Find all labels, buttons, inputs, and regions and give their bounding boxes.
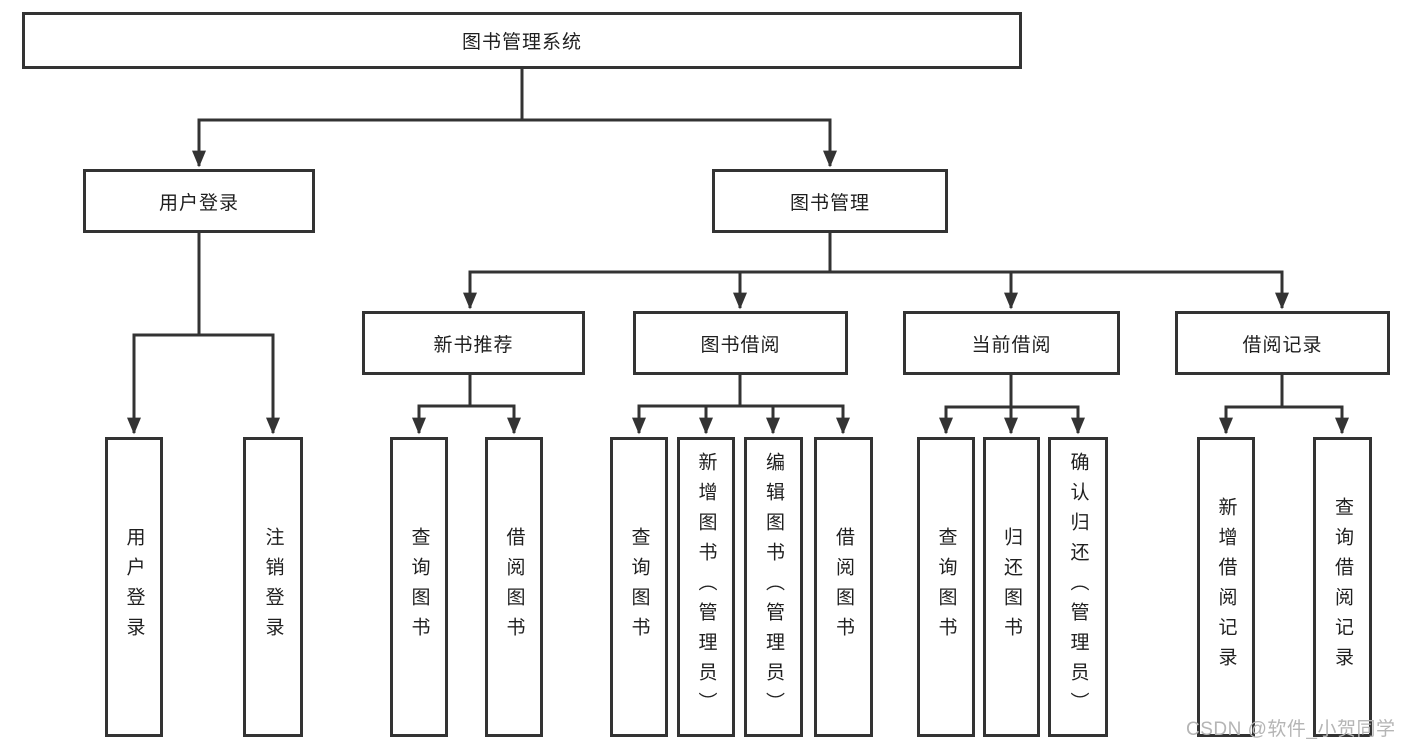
leaf-edit-books-admin-label: 编辑图书（管理员） <box>763 452 784 722</box>
edge-borrowrecords-leaf12 <box>1280 375 1349 435</box>
edge-bookborrow-leaf6 <box>738 375 780 435</box>
edge-bookmgmt-borrowrecords <box>828 233 1289 310</box>
node-user-login-label: 用户登录 <box>158 192 239 214</box>
leaf-query-books-borrow: 查询图书 <box>610 437 668 737</box>
edge-currentborrow-leaf10 <box>1009 375 1085 435</box>
leaf-query-books-current: 查询图书 <box>917 437 975 737</box>
leaf-return-books-label: 归还图书 <box>1001 527 1022 647</box>
edge-bookmgmt-bookborrow <box>733 233 832 310</box>
node-book-borrow: 图书借阅 <box>633 311 848 375</box>
leaf-borrow-books-rec: 借阅图书 <box>485 437 543 737</box>
leaf-query-borrow-record-label: 查询借阅记录 <box>1332 497 1353 677</box>
node-user-login: 用户登录 <box>83 169 315 233</box>
edge-newbookrec-leaf3 <box>468 375 521 435</box>
edge-newbookrec-leaf2 <box>412 375 472 435</box>
leaf-user-login: 用户登录 <box>105 437 163 737</box>
node-new-book-recommend-label: 新书推荐 <box>433 334 514 356</box>
node-new-book-recommend: 新书推荐 <box>362 311 585 375</box>
leaf-add-books-admin: 新增图书（管理员） <box>677 437 735 737</box>
leaf-borrow-books-rec-label: 借阅图书 <box>503 527 525 647</box>
leaf-query-books-borrow-label: 查询图书 <box>628 527 650 647</box>
node-borrow-records-label: 借阅记录 <box>1242 334 1323 356</box>
leaf-borrow-books-label: 借阅图书 <box>833 527 854 647</box>
leaf-query-borrow-record: 查询借阅记录 <box>1313 437 1372 737</box>
node-book-borrow-label: 图书借阅 <box>700 334 781 356</box>
node-root: 图书管理系统 <box>22 12 1022 69</box>
leaf-return-books: 归还图书 <box>983 437 1040 737</box>
leaf-edit-books-admin: 编辑图书（管理员） <box>744 437 803 737</box>
edge-root-userlogin <box>192 68 524 168</box>
leaf-user-login-label: 用户登录 <box>123 527 145 647</box>
csdn-watermark: CSDN @软件_小贺同学 <box>1186 719 1396 740</box>
edge-currentborrow-leaf8 <box>939 375 1013 435</box>
leaf-query-books-rec-label: 查询图书 <box>408 527 430 647</box>
edge-root-bookmgmt <box>520 68 837 168</box>
leaf-confirm-return-admin: 确认归还（管理员） <box>1048 437 1108 737</box>
edge-bookborrow-leaf5 <box>699 375 742 435</box>
edge-userlogin-leaf0 <box>127 233 201 435</box>
leaf-borrow-books: 借阅图书 <box>814 437 873 737</box>
connector-group <box>127 68 1349 435</box>
leaf-logout-label: 注销登录 <box>262 527 284 647</box>
node-book-management-label: 图书管理 <box>789 192 870 214</box>
leaf-add-books-admin-label: 新增图书（管理员） <box>695 452 717 722</box>
edge-borrowrecords-leaf11 <box>1219 375 1284 435</box>
node-borrow-records: 借阅记录 <box>1175 311 1390 375</box>
leaf-logout: 注销登录 <box>243 437 303 737</box>
node-book-management: 图书管理 <box>712 169 948 233</box>
leaf-query-books-rec: 查询图书 <box>390 437 448 737</box>
edge-userlogin-leaf1 <box>197 233 280 435</box>
edge-bookborrow-leaf4 <box>632 375 742 435</box>
edge-bookborrow-leaf7 <box>738 375 850 435</box>
leaf-add-borrow-record-label: 新增借阅记录 <box>1215 497 1237 677</box>
leaf-add-borrow-record: 新增借阅记录 <box>1197 437 1255 737</box>
node-current-borrow: 当前借阅 <box>903 311 1120 375</box>
node-root-label: 图书管理系统 <box>461 32 582 53</box>
leaf-query-books-current-label: 查询图书 <box>935 527 957 647</box>
leaf-confirm-return-admin-label: 确认归还（管理员） <box>1067 452 1089 722</box>
node-current-borrow-label: 当前借阅 <box>971 334 1052 356</box>
